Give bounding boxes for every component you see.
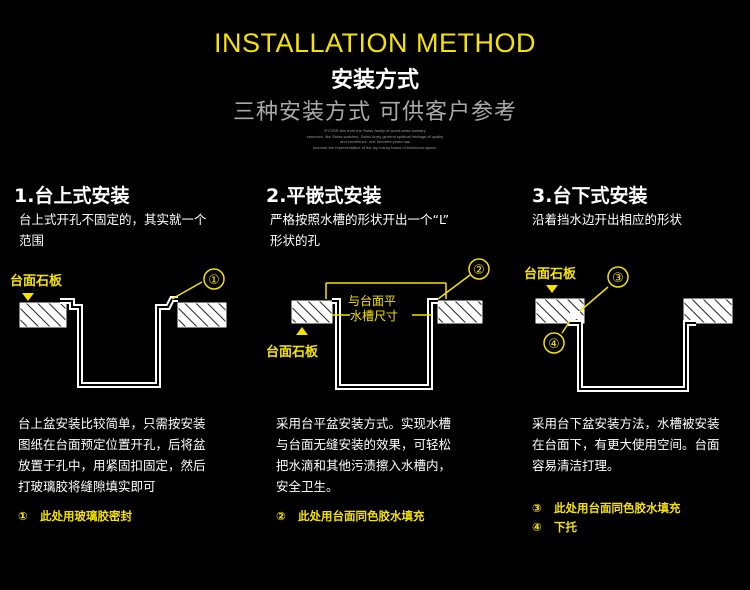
body-line: 把水滴和其他污渍擦入水槽内， [276, 458, 452, 473]
section-3-note-1: ③ 此处用台面同色胶水填充 [532, 500, 681, 516]
leader-line [437, 274, 471, 300]
desc-line: 沿着挡水边开出相应的形状 [532, 212, 683, 227]
body-line: 台上盆安装比较简单，只需按安装 [18, 416, 206, 431]
note-number: ④ [532, 520, 542, 534]
fine-print: RYOSR-this from the Swiss family of worl… [250, 128, 500, 150]
body-line: 与台面无缝安装的效果，可轻松 [276, 437, 452, 452]
body-line: 放置于孔中，用紧固扣固定，然后 [18, 458, 206, 473]
marker-1: ① [208, 273, 220, 288]
section-3-diagram: 台面石板 ③ ④ [524, 266, 733, 392]
leader-line-4 [561, 320, 571, 334]
section-2-diagram: 与台面平 水槽尺寸 ② 台面石板 [266, 258, 490, 390]
support-bracket [570, 311, 580, 319]
marker-circle [543, 332, 565, 354]
body-line: 打玻璃胶将缝隙填实即可 [18, 479, 156, 494]
desc-line: 形状的孔 [270, 233, 321, 248]
fine-print-line: RYOSR-this from the Swiss family of worl… [324, 128, 426, 133]
marker-circle [203, 268, 225, 290]
section-1-body: 台上盆安装比较简单，只需按安装 图纸在台面预定位置开孔，后将盆 放置于孔中，用紧… [18, 413, 233, 497]
marker-2: ② [473, 263, 485, 278]
arrow-down-icon [546, 285, 558, 293]
section-2-body: 采用台平盆安装方式。实现水槽 与台面无缝安装的效果，可轻松 把水滴和其他污渍擦入… [276, 413, 491, 497]
countertop-slab-right [437, 300, 483, 324]
leader-line [171, 281, 203, 300]
section-1-note: ① 此处用玻璃胶密封 [18, 508, 132, 524]
section-3-body: 采用台下盆安装方法，水槽被安装 在台面下，有更大使用空间。台面 容易清洁打理。 [532, 413, 747, 476]
marker-circle [607, 266, 629, 288]
section-3-title: 3.台下式安装 [532, 185, 648, 207]
fine-print-line: become the representative of the top lux… [313, 144, 437, 150]
marker-circle [468, 258, 490, 280]
countertop-label: 台面石板 [266, 344, 319, 360]
countertop-slab-right [177, 302, 227, 328]
arrow-down-icon [22, 293, 34, 301]
body-line: 图纸在台面预定位置开孔，后将盆 [18, 437, 206, 452]
subtitle: 三种安装方式 可供客户参考 [233, 100, 517, 125]
desc-line: 范围 [19, 233, 45, 248]
section-2-title: 2.平嵌式安装 [266, 185, 382, 207]
section-2-note: ② 此处用台面同色胶水填充 [276, 508, 425, 524]
note-number: ③ [532, 501, 542, 515]
desc-line: 严格按照水槽的形状开出一个“L” [270, 212, 450, 227]
note-number: ② [276, 509, 286, 523]
desc-line: 台上式开孔不固定的，其实就一个 [19, 212, 207, 227]
section-3-note-2: ④ 下托 [532, 519, 577, 535]
body-line: 在台面下，有更大使用空间。台面 [532, 437, 720, 452]
sink-outline [568, 320, 696, 392]
section-1-title: 1.台上式安装 [14, 185, 130, 207]
body-line: 采用台下盆安装方法，水槽被安装 [532, 416, 720, 431]
sink-outline [60, 296, 178, 388]
title-english: INSTALLATION METHOD [213, 28, 537, 58]
marker-4: ④ [548, 337, 560, 352]
countertop-label: 台面石板 [524, 266, 577, 282]
section-1-diagram: 台面石板 ① [10, 268, 227, 388]
sink-size-label: 水槽尺寸 [350, 309, 398, 323]
body-line: 容易清洁打理。 [532, 458, 620, 473]
note-text: 此处用台面同色胶水填充 [298, 509, 425, 523]
note-text: 此处用玻璃胶密封 [40, 509, 132, 523]
sink-outline-inner [568, 322, 696, 390]
body-line: 采用台平盆安装方式。实现水槽 [276, 416, 452, 431]
marker-3: ③ [612, 271, 624, 286]
section-3-description: 沿着挡水边开出相应的形状 [532, 209, 742, 230]
countertop-label: 台面石板 [10, 273, 63, 289]
arrow-up-icon [296, 327, 308, 335]
countertop-slab-left [19, 302, 67, 328]
note-number: ① [18, 509, 28, 523]
section-1-description: 台上式开孔不固定的，其实就一个 范围 [19, 209, 249, 251]
fine-print-line: ceramics, like Swiss watches, Swiss Army… [306, 133, 444, 139]
sink-outline-inner [60, 298, 178, 386]
sink-outline-inner [332, 300, 438, 388]
body-line: 安全卫生。 [276, 479, 339, 494]
leader-line-3 [579, 286, 609, 312]
note-text: 下托 [554, 520, 577, 534]
fine-print-line: and excellence, one hundred years has [340, 139, 410, 144]
countertop-slab-right [683, 298, 733, 324]
title-chinese: 安装方式 [330, 68, 419, 93]
note-text: 此处用台面同色胶水填充 [554, 501, 681, 515]
countertop-slab-left [291, 300, 333, 324]
flush-label: 与台面平 [348, 293, 396, 308]
section-2-description: 严格按照水槽的形状开出一个“L” 形状的孔 [270, 209, 510, 251]
